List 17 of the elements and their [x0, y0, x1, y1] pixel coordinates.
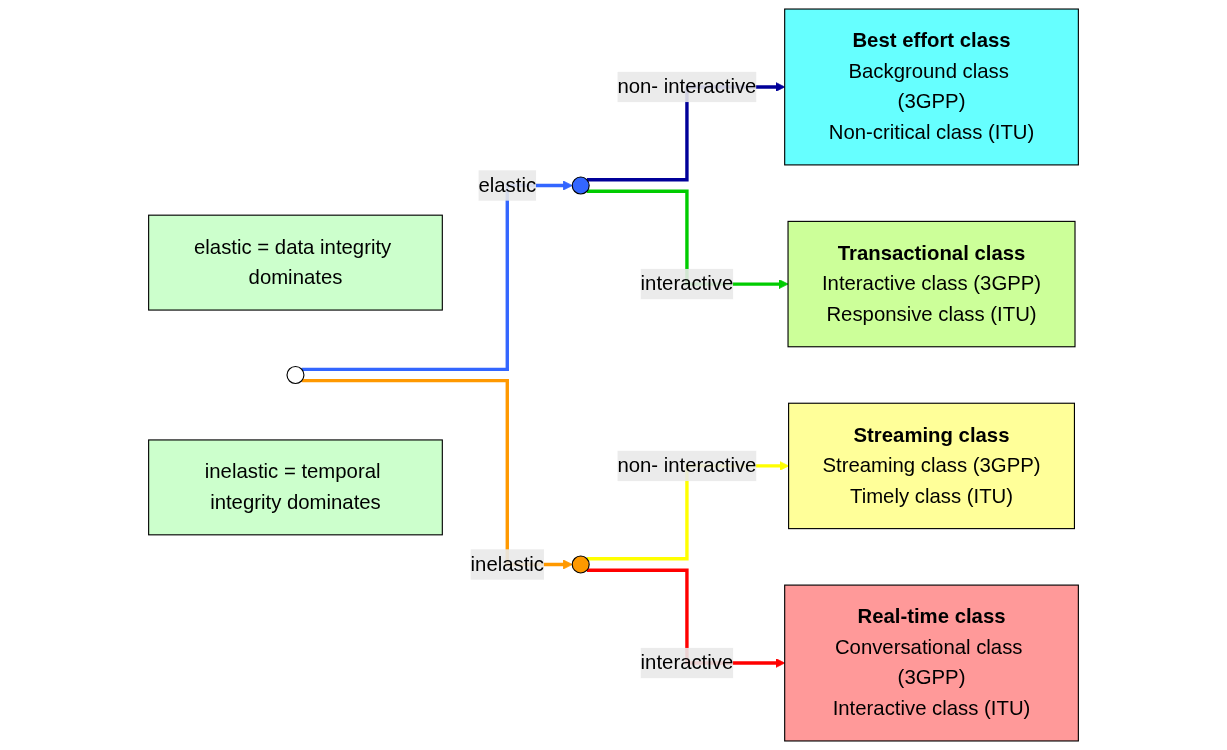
node-box: Best effort class Background class (3GPP) Non-critical class (ITU): [784, 8, 1079, 166]
node-box: Transactional class Interactive class (3GPP) Responsive class (ITU): [787, 220, 1076, 348]
edge-label: elastic: [478, 173, 537, 197]
edge-label: non- interactive: [617, 454, 757, 477]
edge-label: non- interactive: [617, 75, 757, 98]
node-box: elastic = data integrity dominates: [148, 214, 443, 311]
arrow: [301, 180, 573, 372]
edge-label: interactive: [640, 651, 734, 674]
edge-label: inelastic: [470, 552, 545, 576]
node-box: inelastic = temporal integrity dominates: [148, 439, 443, 536]
edge-label: interactive: [640, 272, 734, 295]
node-box: Real-time class Conversational class (3GPP) Interactive class (ITU): [784, 584, 1079, 742]
node-box: Streaming class Streaming class (3GPP) Timely class (ITU): [788, 402, 1075, 530]
arrow: [301, 378, 573, 570]
node-circle: [286, 365, 305, 385]
node-circle: [571, 555, 590, 574]
node-circle: [571, 176, 590, 195]
